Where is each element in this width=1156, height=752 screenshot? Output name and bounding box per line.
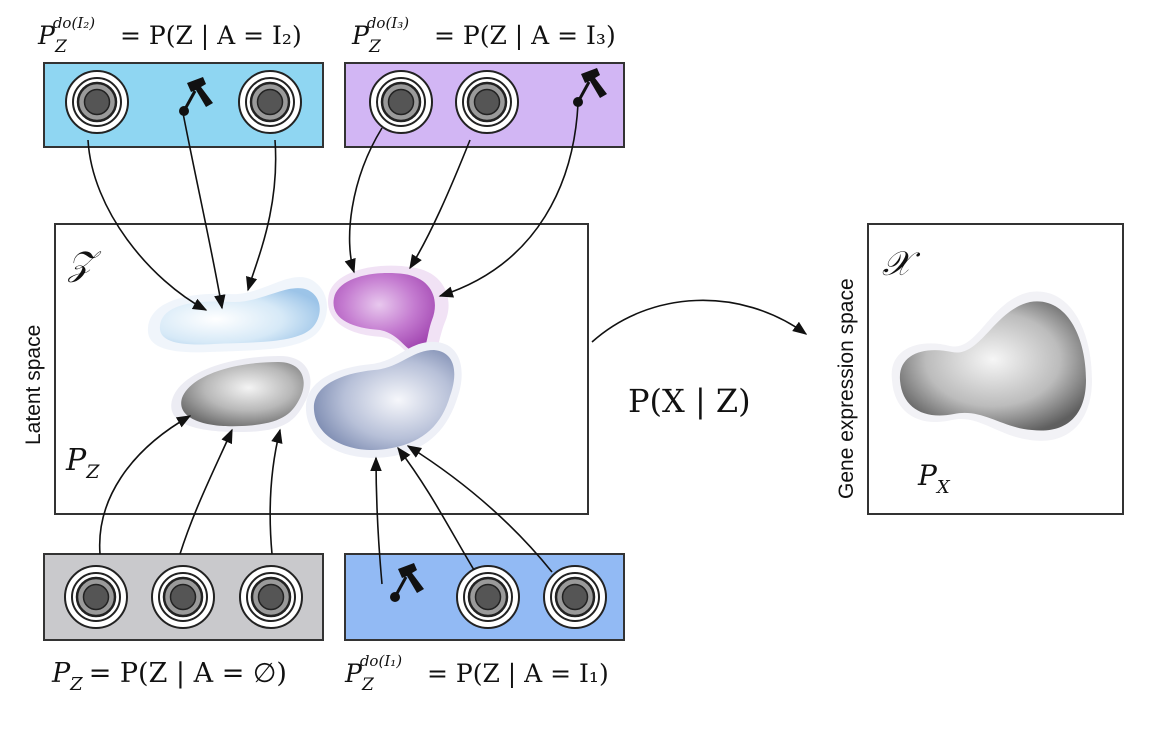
cell-icon — [64, 69, 130, 135]
gene-distribution-label: PX — [917, 459, 951, 498]
arrow-icon — [397, 446, 475, 571]
arrow-icon — [182, 112, 226, 310]
arrow-icon — [370, 456, 383, 585]
arrows-observational — [98, 415, 283, 555]
arrows-intervention-2 — [87, 112, 277, 311]
gene-expression-panel — [867, 223, 1124, 515]
cell-panel-intervention-1 — [344, 553, 625, 641]
cell-icon — [63, 564, 129, 630]
blob-observational — [181, 362, 304, 427]
gene-space-label: Gene expression space — [835, 278, 858, 499]
latent-prior-label: PZ — [65, 443, 100, 483]
arrow-icon — [438, 103, 579, 298]
blob-intervention-3 — [333, 273, 435, 353]
arrow-icon — [344, 127, 383, 274]
arrow-icon — [87, 139, 208, 311]
blob-gene-expression — [899, 301, 1086, 431]
cell-icon — [237, 69, 303, 135]
caption-intervention-1: Pdo(I₁)Z= P(Z | A = I₁) — [344, 652, 609, 695]
cell-panel-observational — [43, 553, 324, 641]
latent-space-label: Latent space — [22, 325, 45, 445]
caption-intervention-2: Pdo(I₂)Z= P(Z | A = I₂) — [37, 14, 302, 57]
cell-icon — [542, 564, 608, 630]
cell-panel-intervention-2 — [43, 62, 324, 148]
arrow-icon — [409, 139, 471, 270]
arrow-icon — [269, 428, 283, 555]
cell-icon — [455, 564, 521, 630]
cell-icon — [368, 69, 434, 135]
decoder-arrow-icon — [591, 299, 808, 343]
arrows-intervention-1 — [370, 445, 553, 585]
arrow-icon — [98, 415, 192, 555]
arrow-icon — [179, 428, 233, 555]
cell-icon — [238, 564, 304, 630]
cell-icon — [150, 564, 216, 630]
caption-intervention-3: Pdo(I₃)Z= P(Z | A = I₃) — [351, 14, 616, 57]
latent-space-panel — [54, 223, 589, 515]
cell-icon — [454, 69, 520, 135]
cell-panel-intervention-3 — [344, 62, 625, 148]
arrow-icon — [406, 445, 553, 573]
caption-observational: PZ= P(Z | A = ∅) — [51, 658, 287, 695]
decoder-label: P(X | Z) — [628, 382, 751, 420]
arrows-intervention-3 — [344, 103, 579, 298]
blob-intervention-1 — [313, 350, 455, 451]
arrow-icon — [246, 139, 277, 292]
